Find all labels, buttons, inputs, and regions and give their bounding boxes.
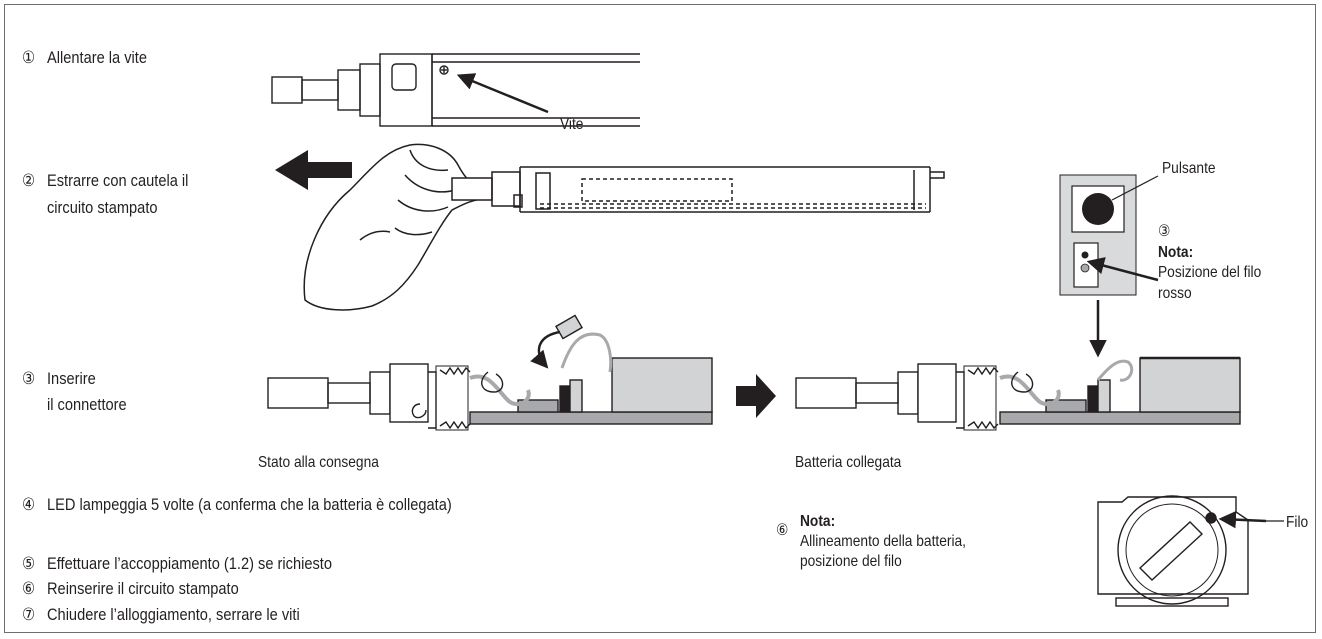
step-2-line-1: Estrarre con cautela il	[47, 171, 189, 190]
step-3-line-2: il connettore	[47, 395, 127, 414]
wire-label: Filo	[1286, 514, 1309, 531]
step-4-number: ④	[22, 495, 36, 514]
screw-label: Vite	[560, 116, 584, 133]
detail-3-line-1: Posizione del filo	[1158, 264, 1262, 281]
step-5-text: Effettuare l’accoppiamento (1.2) se rich…	[47, 554, 332, 573]
hand-pulling-board-illustration	[303, 143, 945, 311]
detail-3-line-2: rosso	[1158, 285, 1192, 302]
connector-screw-illustration	[271, 53, 640, 127]
detail-6-line-1: Allineamento della batteria,	[800, 533, 966, 550]
screw-pointer-arrow	[456, 73, 549, 114]
step-6-text: Reinserire il circuito stampato	[47, 579, 239, 598]
detail-6-line-2: posizione del filo	[800, 553, 902, 570]
step-1-number: ①	[22, 48, 36, 67]
step-7-number: ⑦	[22, 605, 36, 624]
step-3-number: ③	[22, 369, 36, 388]
button-detail-panel	[1059, 174, 1137, 296]
button-pointer-line	[1111, 175, 1159, 201]
wire-pointer-arrow	[1218, 510, 1267, 529]
battery-connected-illustration	[795, 356, 1241, 431]
delivered-state-caption: Stato alla consegna	[258, 454, 379, 471]
step-2-line-2: circuito stampato	[47, 198, 158, 217]
delivered-state-illustration	[267, 314, 713, 431]
battery-connected-caption: Batteria collegata	[795, 454, 902, 471]
button-label: Pulsante	[1162, 160, 1216, 177]
pull-out-arrow	[275, 150, 352, 190]
detail-3-note-heading: Nota:	[1158, 244, 1194, 261]
battery-holder-illustration	[1097, 495, 1249, 607]
wire-position-arrow	[1086, 257, 1159, 282]
insert-connector-curved-arrow	[530, 330, 561, 369]
step-6-number: ⑥	[22, 579, 36, 598]
step-5-number: ⑤	[22, 554, 36, 573]
step-2-number: ②	[22, 171, 36, 190]
step-7-text: Chiudere l’alloggiamento, serrare le vit…	[47, 605, 300, 624]
step-1-text: Allentare la vite	[47, 48, 147, 67]
detail-6-number: ⑥	[776, 522, 789, 539]
step-4-text: LED lampeggia 5 volte (a conferma che la…	[47, 495, 452, 514]
detail-6-note-heading: Nota:	[800, 513, 836, 530]
state-transition-arrow	[736, 374, 776, 418]
detail-3-number: ③	[1158, 223, 1171, 240]
step-3-line-1: Inserire	[47, 369, 96, 388]
